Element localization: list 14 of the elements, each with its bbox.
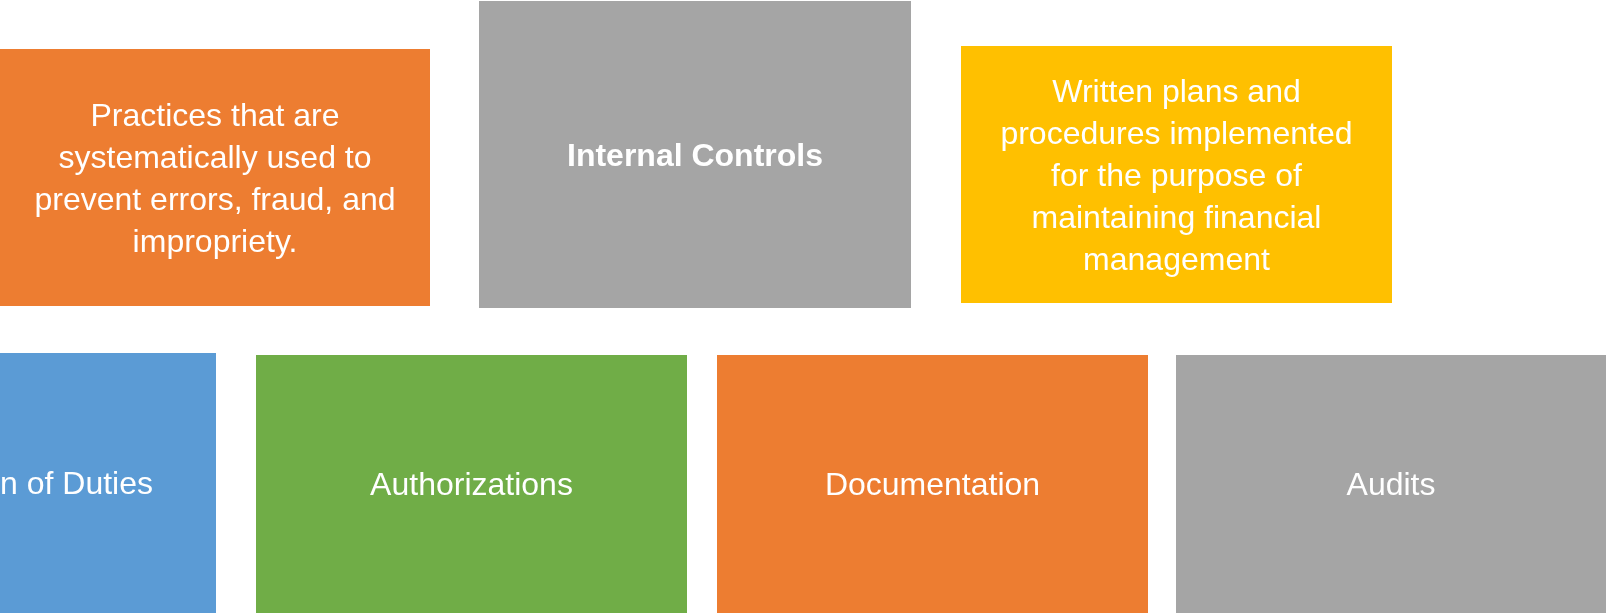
text-box bbox=[961, 46, 1392, 303]
text-box bbox=[717, 355, 1148, 613]
box-text: Audits bbox=[1346, 465, 1436, 504]
text-box bbox=[256, 355, 687, 613]
box-text: Practices that are systematically used to prevent errors, fraud, and impropriety. bbox=[33, 95, 397, 261]
box-text: Written plans and procedures implemented for the purpose of maintaining financial management bbox=[999, 71, 1354, 279]
box-text: n of Duties bbox=[0, 464, 153, 503]
text-box bbox=[479, 1, 911, 308]
heading: Internal Controls bbox=[567, 135, 823, 175]
box-text: Authorizations bbox=[370, 465, 573, 504]
text-box bbox=[1176, 355, 1606, 613]
text-box bbox=[0, 353, 216, 613]
box-text: Documentation bbox=[824, 465, 1041, 504]
text-box bbox=[0, 49, 430, 306]
